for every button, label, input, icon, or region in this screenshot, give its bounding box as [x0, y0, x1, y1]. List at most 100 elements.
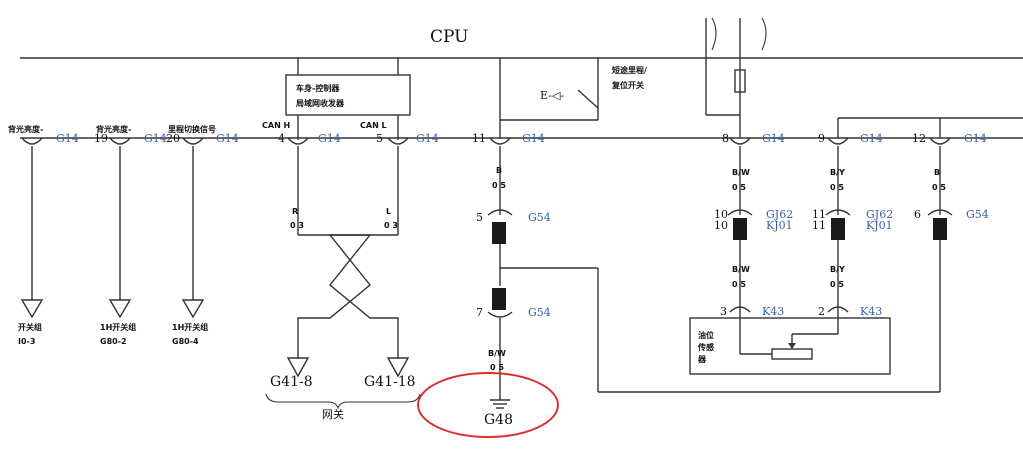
- inline-conn: G54: [528, 211, 551, 224]
- wire-color: R: [292, 207, 298, 216]
- connector-triangle: [108, 299, 132, 319]
- pin-num: 4: [278, 132, 285, 145]
- inline-connector: [727, 209, 753, 216]
- pin-num: 8: [722, 132, 729, 145]
- sensor-label: 传感: [697, 342, 714, 352]
- inline-conn: G54: [966, 208, 989, 221]
- inline-num: 10: [714, 219, 728, 232]
- gateway-label: 网关: [322, 407, 344, 421]
- pin-conn: G14: [318, 132, 341, 145]
- connector-block: [733, 218, 747, 240]
- inline-num: 11: [812, 219, 826, 232]
- switch-contact: [577, 89, 599, 109]
- wire-color: B/Y: [830, 265, 845, 274]
- highlight-ellipse: [417, 372, 559, 438]
- sensor-label: 油位: [698, 330, 714, 340]
- pin-conn: G14: [964, 132, 987, 145]
- sensor-label: 器: [697, 355, 707, 364]
- connector-triangle: [286, 357, 310, 378]
- inline-num: 11: [812, 208, 826, 221]
- inline-conn: KJ01: [766, 219, 793, 232]
- pin-conn: G14: [762, 132, 785, 145]
- wire-color: B: [496, 166, 502, 175]
- switch-label-2: 复位开关: [611, 80, 644, 90]
- inline-num: 6: [914, 208, 921, 221]
- inline-connector: [825, 209, 851, 216]
- inline-connector: [487, 209, 513, 216]
- inline-conn: GJ62: [866, 208, 893, 221]
- wire-size: 0 5: [492, 181, 506, 190]
- wire-size: 0 5: [490, 363, 504, 372]
- pin-num: 9: [818, 132, 825, 145]
- connector-triangle: [20, 299, 44, 319]
- sensor-pin: [729, 306, 751, 313]
- connector-block: [492, 288, 506, 310]
- inline-connector: [487, 311, 513, 318]
- pin-conn: G14: [56, 132, 79, 145]
- bottom-left-label: G80-2: [100, 337, 127, 346]
- can-l-label: CAN L: [360, 121, 387, 130]
- pin-conn: G14: [860, 132, 883, 145]
- fuel-sensor-box: [689, 317, 891, 375]
- sensor-pin: [827, 306, 849, 313]
- wire-size: 0 3: [384, 221, 398, 230]
- connector-block: [492, 222, 506, 244]
- inline-num: 10: [714, 208, 728, 221]
- pin-conn: G14: [216, 132, 239, 145]
- pin-12: 12 G14: [912, 132, 987, 145]
- left-pin: 20 里程切换信号 G14: [166, 124, 239, 300]
- left-pin: 背光亮度- G14: [8, 124, 79, 300]
- pin-label: 背光亮度-: [96, 124, 131, 134]
- wire-size: 0 5: [732, 280, 746, 289]
- wire-size: 0 5: [830, 183, 844, 192]
- pin-9: 9 G14: [818, 132, 883, 145]
- can-crossover: [298, 234, 399, 358]
- pin-num: 20: [166, 132, 180, 145]
- bottom-left-label: G80-4: [172, 337, 199, 346]
- pin-conn: G14: [416, 132, 439, 145]
- bottom-left-label: I0-3: [18, 337, 35, 346]
- pin-num: 11: [472, 132, 486, 145]
- pin-conn: G14: [522, 132, 545, 145]
- break-mark: [761, 17, 767, 51]
- controller-line2: 局域网收发器: [295, 98, 345, 108]
- gateway-connector: G41-8: [270, 374, 313, 390]
- connector-triangle: [181, 299, 205, 319]
- variable-resistor: [771, 348, 813, 360]
- wire-color: B/Y: [830, 168, 845, 177]
- wire-color: B/W: [732, 265, 750, 274]
- pin-num: 19: [94, 132, 108, 145]
- inline-conn: KJ01: [866, 219, 893, 232]
- pin-num: 12: [912, 132, 926, 145]
- pin-conn: G14: [144, 132, 167, 145]
- can-h-label: CAN H: [262, 121, 290, 130]
- fuse: [734, 69, 746, 93]
- connector-block: [933, 218, 947, 240]
- wire-color: B/W: [488, 349, 506, 358]
- cpu-label: CPU: [430, 27, 468, 47]
- wire-color: L: [386, 207, 391, 216]
- pin-8: 8 G14: [722, 132, 785, 145]
- ground-label: G48: [484, 412, 513, 428]
- bottom-left-label: 开关组: [18, 322, 42, 332]
- gateway-brace: [265, 393, 421, 410]
- wiper-arrowhead: [788, 343, 796, 349]
- bottom-left-label: 1H开关组: [172, 322, 208, 332]
- inline-connector: [927, 209, 953, 216]
- gateway-connector: G41-18: [364, 374, 416, 390]
- switch-symbol: E-◁-: [540, 89, 564, 102]
- pin-4: 4 G14: [278, 132, 341, 145]
- connector-block: [831, 218, 845, 240]
- inline-conn: GJ62: [766, 208, 793, 221]
- can-crossover: [297, 234, 398, 358]
- pin-5: 5 G14: [376, 132, 439, 145]
- left-pin: 19 背光亮度- G14: [94, 124, 167, 300]
- sensor-pin-num: 2: [818, 305, 825, 318]
- connector-triangle: [386, 357, 410, 378]
- sensor-pin-num: 3: [720, 305, 727, 318]
- pin-num: 5: [376, 132, 383, 145]
- inline-num: 5: [476, 211, 483, 224]
- sensor-pin-conn: K43: [762, 305, 784, 318]
- pin-11: 11 G14: [472, 132, 545, 145]
